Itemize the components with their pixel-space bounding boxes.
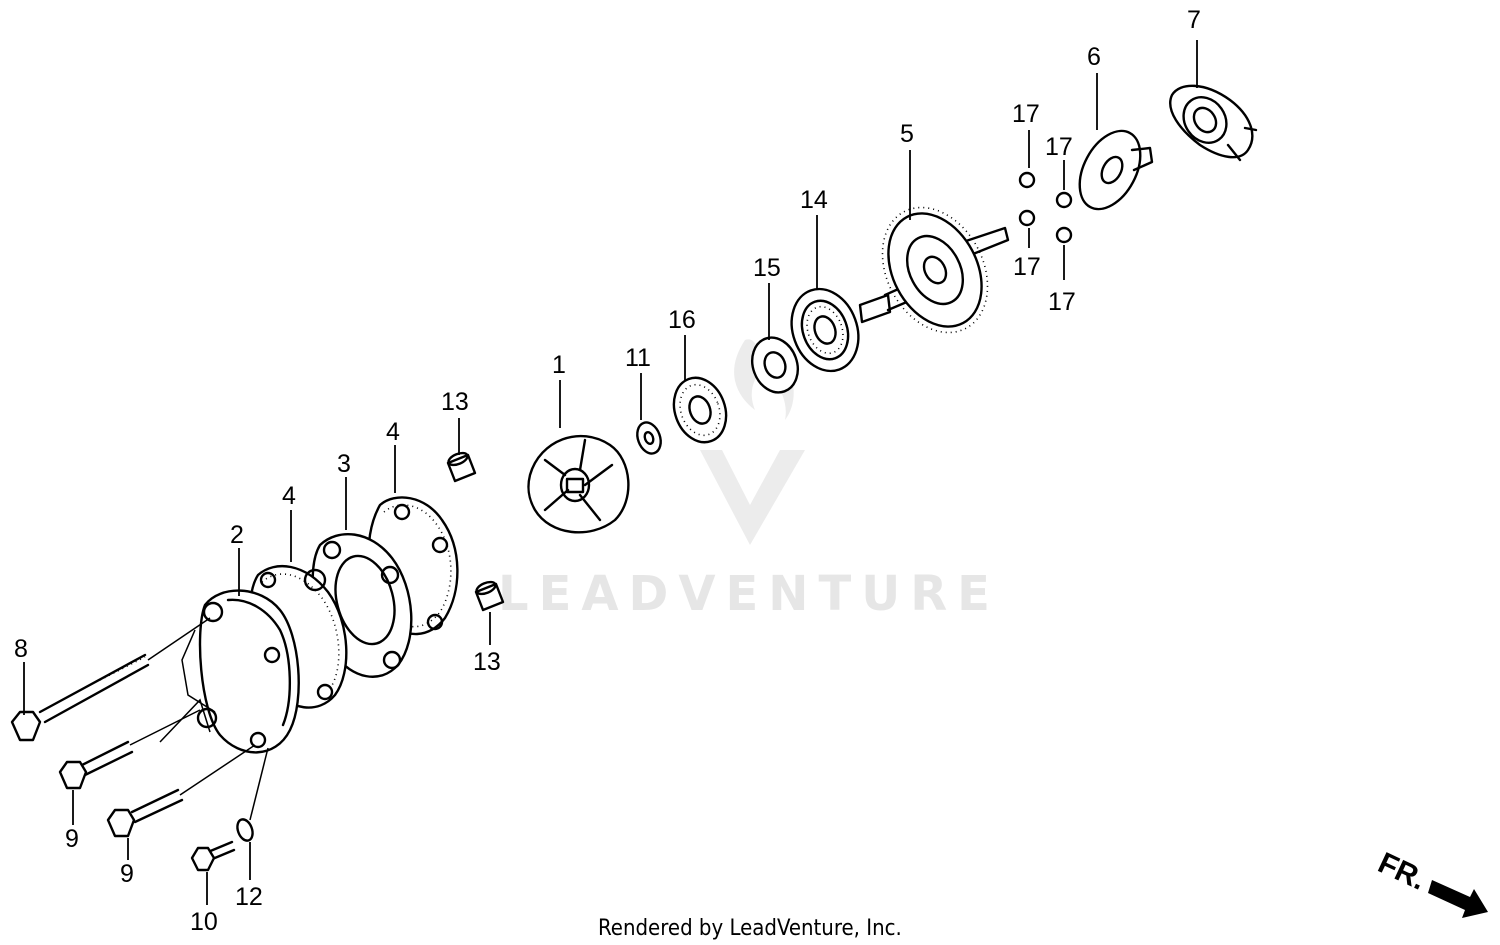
part-5-gear-shaft bbox=[858, 206, 1010, 334]
callout-1: 1 bbox=[552, 351, 566, 379]
part-12-washer bbox=[236, 747, 269, 842]
callout-labels: 7 6 5 17 17 17 17 14 15 16 11 1 13 13 4 … bbox=[14, 6, 1201, 936]
part-2-cover bbox=[159, 589, 300, 754]
callout-9-upper: 9 bbox=[65, 825, 79, 853]
callout-14: 14 bbox=[800, 186, 828, 214]
front-arrow-icon bbox=[1428, 880, 1488, 918]
callout-8: 8 bbox=[14, 635, 28, 663]
callout-17-a: 17 bbox=[1012, 100, 1040, 128]
front-label: FR. bbox=[1373, 846, 1431, 896]
callout-3: 3 bbox=[337, 450, 351, 478]
callout-16: 16 bbox=[668, 306, 696, 334]
callout-13-upper: 13 bbox=[441, 388, 469, 416]
part-6-plate bbox=[1078, 129, 1154, 211]
callout-7: 7 bbox=[1187, 6, 1201, 34]
callout-17-d: 17 bbox=[1048, 288, 1076, 316]
part-11-washer bbox=[636, 421, 662, 455]
render-credit: Rendered by LeadVenture, Inc. bbox=[598, 916, 902, 941]
part-17-orings bbox=[1018, 171, 1073, 244]
callout-12: 12 bbox=[235, 883, 263, 911]
callout-6: 6 bbox=[1087, 43, 1101, 71]
callout-4-upper: 4 bbox=[386, 418, 400, 446]
part-14-bearing bbox=[790, 287, 860, 373]
callout-17-c: 17 bbox=[1013, 253, 1041, 281]
callout-5: 5 bbox=[900, 120, 914, 148]
callout-9-lower: 9 bbox=[120, 860, 134, 888]
callout-2: 2 bbox=[230, 521, 244, 549]
leader-lines bbox=[23, 40, 1198, 905]
part-15-bearing bbox=[751, 336, 799, 394]
callout-4-lower: 4 bbox=[282, 482, 296, 510]
part-13-dowel-lower bbox=[474, 580, 505, 612]
callout-17-b: 17 bbox=[1045, 133, 1073, 161]
part-7-cover bbox=[1169, 84, 1258, 162]
callout-11: 11 bbox=[625, 344, 651, 372]
part-13-dowel-upper bbox=[446, 451, 477, 483]
part-9-bolt-upper bbox=[58, 709, 201, 790]
callout-13-lower: 13 bbox=[473, 648, 501, 676]
part-1-impeller bbox=[527, 434, 630, 534]
part-10-bolt bbox=[190, 840, 236, 872]
part-16-bearing bbox=[672, 376, 728, 444]
watermark-text: LEADVENTURE bbox=[498, 566, 1000, 622]
callout-15: 15 bbox=[753, 254, 781, 282]
part-8-bolt bbox=[10, 617, 211, 742]
part-9-bolt-lower bbox=[106, 744, 256, 838]
front-direction-indicator: FR. bbox=[1373, 846, 1488, 918]
callout-10: 10 bbox=[190, 908, 218, 936]
